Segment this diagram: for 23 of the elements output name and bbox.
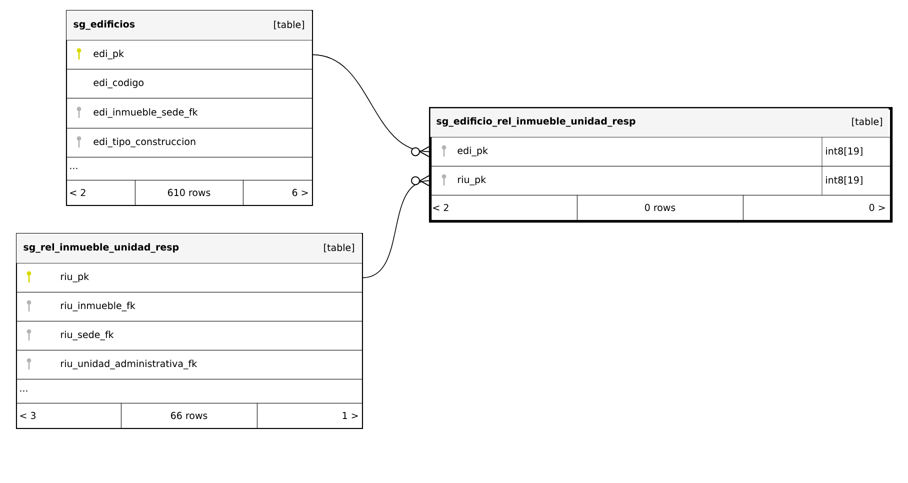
table-row: edi_pk xyxy=(66,40,312,70)
table-row: riu_unidad_administrativa_fk xyxy=(16,350,362,380)
table-cell: 610 rows xyxy=(135,180,244,206)
table-row: edi_codigo xyxy=(66,69,312,98)
table-cell: < 3 xyxy=(16,403,122,428)
table-cell: 0 rows xyxy=(577,195,744,220)
table-row: edi_tipo_construccion xyxy=(66,128,312,158)
table-row: edi_pk int8[19] xyxy=(429,136,890,166)
table-cell: < 2 xyxy=(66,180,136,206)
connector xyxy=(362,175,430,278)
table-cell: < 2 xyxy=(429,195,578,220)
connector xyxy=(312,54,430,158)
table-row: riu_sede_fk xyxy=(16,321,362,350)
table-cell: 6 > xyxy=(243,180,312,206)
table-cell: 1 > xyxy=(257,403,362,428)
table-row: edi_inmueble_sede_fk xyxy=(66,98,312,128)
table-row: riu_pk int8[19] xyxy=(429,166,890,196)
table-cell: ... xyxy=(66,157,312,180)
table-row: riu_inmueble_fk xyxy=(16,292,362,322)
table-cell: 0 > xyxy=(743,195,890,220)
table-row: riu_pk xyxy=(16,263,362,292)
table-cell: 66 rows xyxy=(121,403,258,428)
table-cell: ... xyxy=(16,379,362,404)
